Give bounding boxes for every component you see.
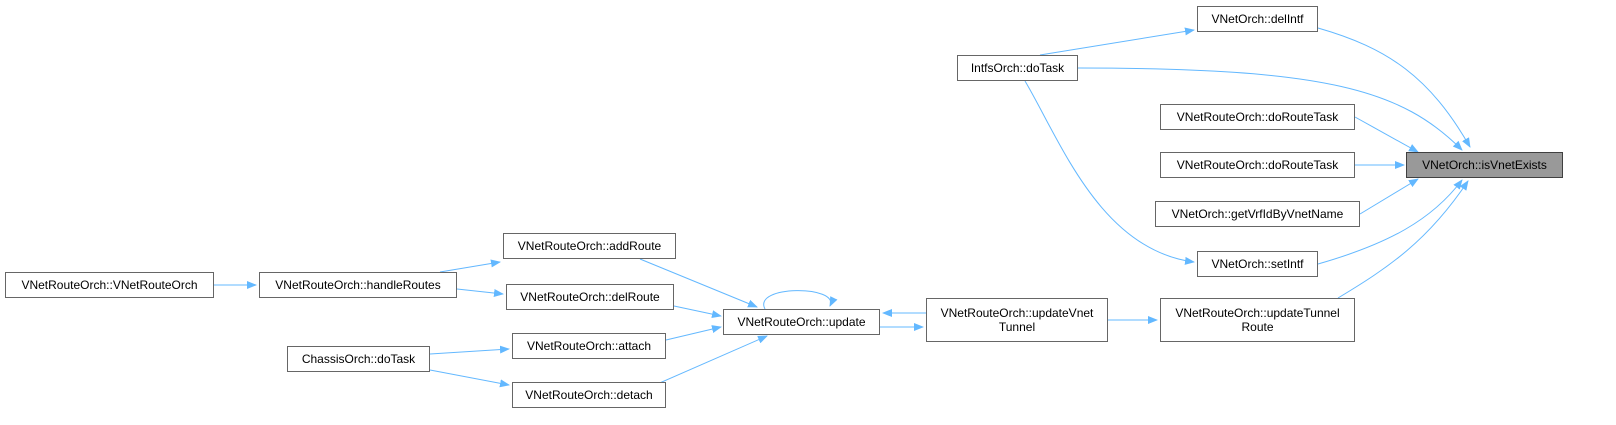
edge-chassisDoTask-to-attach [429,345,510,355]
node-vnetrouteorch-doroutetask-2[interactable]: VNetRouteOrch::doRouteTask [1160,152,1355,178]
node-vnetrouteorch-doroutetask-1[interactable]: VNetRouteOrch::doRouteTask [1160,104,1355,130]
node-label-line: VNetRouteOrch::addRoute [517,239,662,253]
edge-intfsDoTask-to-setIntf [1024,80,1195,265]
node-label-line: Tunnel [998,320,1036,334]
node-vnetrouteorch-attach[interactable]: VNetRouteOrch::attach [512,333,666,359]
node-label-line: ChassisOrch::doTask [301,352,416,366]
node-vnetorch-getvrfidbyvnetname[interactable]: VNetOrch::getVrfIdByVnetName [1155,201,1360,227]
node-label-line: VNetRouteOrch::doRouteTask [1176,110,1339,124]
edge-updateTunnelRoute-to-isVnetExists [1337,180,1469,299]
edge-chassisDoTask-to-detach [429,369,510,388]
node-label-line: VNetOrch::getVrfIdByVnetName [1171,207,1344,221]
node-label-line: VNetRouteOrch::delRoute [520,290,660,304]
edge-addRoute-to-update [639,258,758,308]
edge-update-to-update [763,290,838,310]
node-label-line: VNetRouteOrch::updateVnet [940,306,1094,320]
edge-delRoute-to-update [673,305,722,319]
edge-intfsDoTask-to-delIntf [1039,27,1195,56]
node-vnetrouteorch-delroute[interactable]: VNetRouteOrch::delRoute [506,284,674,310]
node-label-line: VNetOrch::isVnetExists [1422,158,1547,172]
node-chassisorch-dotask[interactable]: ChassisOrch::doTask [287,346,430,372]
node-label-line: VNetRouteOrch::handleRoutes [275,278,441,292]
edge-handleRoutes-to-delRoute [456,288,504,298]
node-label-line: VNetRouteOrch::doRouteTask [1176,158,1339,172]
node-label-line: VNetRouteOrch::VNetRouteOrch [21,278,198,292]
edge-detach-to-update [654,335,768,386]
node-vnetrouteorch-constructor[interactable]: VNetRouteOrch::VNetRouteOrch [5,272,214,298]
node-vnetrouteorch-addroute[interactable]: VNetRouteOrch::addRoute [503,233,676,259]
node-label-line: VNetOrch::setIntf [1211,257,1304,271]
node-intfsorch-dotask[interactable]: IntfsOrch::doTask [957,55,1078,81]
edge-setIntf-to-isVnetExists [1317,179,1463,265]
edge-intfsDoTask-to-isVnetExists [1077,67,1463,151]
edge-delIntf-to-isVnetExists [1317,27,1471,148]
node-label-line: VNetOrch::delIntf [1211,12,1304,26]
node-vnetrouteorch-detach[interactable]: VNetRouteOrch::detach [512,382,666,408]
edge-doRouteTask1-to-isVnetExists [1354,116,1419,153]
node-label-line: VNetRouteOrch::update [737,315,866,329]
node-vnetrouteorch-handleroutes[interactable]: VNetRouteOrch::handleRoutes [259,272,457,298]
edge-getVrfId-to-isVnetExists [1359,178,1419,215]
node-label-line: VNetRouteOrch::attach [526,339,652,353]
node-vnetrouteorch-update[interactable]: VNetRouteOrch::update [723,309,880,335]
edge-handleRoutes-to-addRoute [439,259,501,273]
node-label-line: Route [1241,320,1274,334]
node-label-line: IntfsOrch::doTask [970,61,1065,75]
node-vnetorch-delintf[interactable]: VNetOrch::delIntf [1197,6,1318,32]
node-vnetorch-isvnetexists: VNetOrch::isVnetExists [1406,152,1563,178]
node-vnetorch-setintf[interactable]: VNetOrch::setIntf [1197,251,1318,277]
node-label-line: VNetRouteOrch::updateTunnel [1175,306,1340,320]
node-label-line: VNetRouteOrch::detach [525,388,653,402]
edge-attach-to-update [665,325,722,341]
